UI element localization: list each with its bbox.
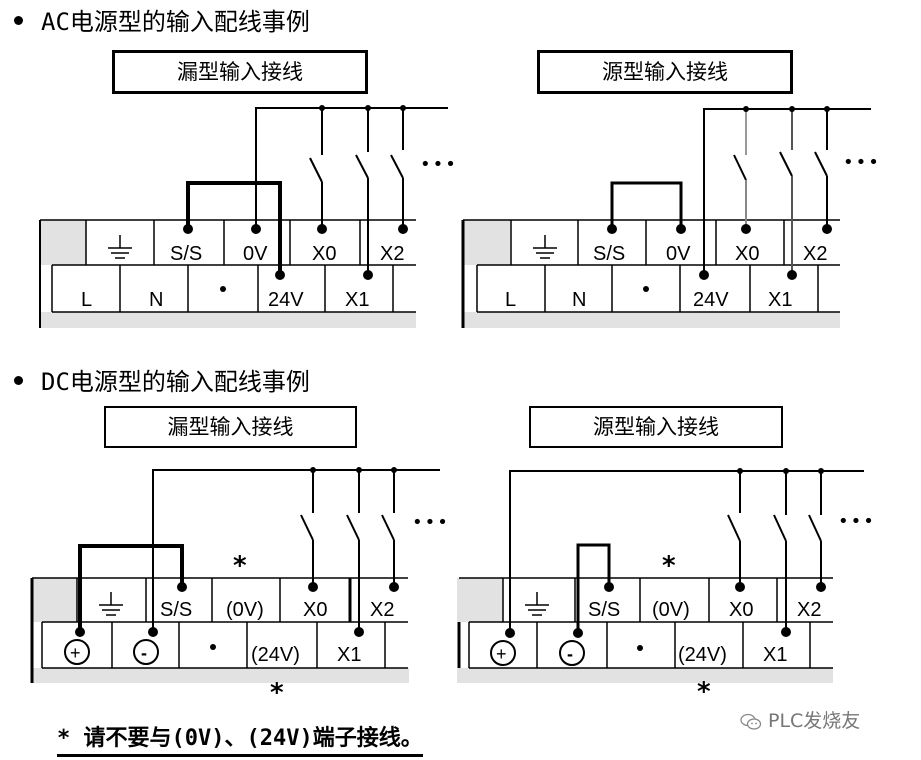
ellipsis: ••• [838, 511, 876, 532]
blank-terminal-dot [220, 286, 226, 292]
blank-terminal-dot [210, 644, 216, 650]
plus-terminal-icon [490, 640, 516, 666]
bullet-icon [14, 375, 23, 385]
title-ac-source: 源型输入接线 [537, 50, 793, 94]
plus-terminal-icon [64, 639, 90, 665]
terminal-x1: X1 [337, 644, 361, 666]
terminal-0v: 0V [243, 243, 268, 265]
terminal-x0: X0 [303, 599, 327, 621]
terminal-x0: X0 [735, 243, 759, 265]
section-heading-ac: AC电源型的输入配线事例 [14, 2, 310, 37]
terminal-0v-unused: (0V) [226, 599, 264, 621]
heading-text: DC电源型的输入配线事例 [41, 368, 310, 396]
plus-sign: + [496, 644, 507, 664]
heading-text: AC电源型的输入配线事例 [41, 8, 310, 36]
watermark: PLC发烧友 [740, 706, 860, 733]
terminal-24v: 24V [268, 289, 304, 311]
minus-terminal-icon [133, 639, 159, 665]
ellipsis: ••• [843, 152, 881, 173]
terminal-x2: X2 [370, 599, 394, 621]
ellipsis: ••• [412, 512, 450, 533]
terminal-x1: X1 [345, 289, 369, 311]
blank-terminal-dot [643, 286, 649, 292]
bullet-icon [14, 15, 23, 25]
title-ac-sink: 漏型输入接线 [112, 50, 368, 94]
terminal-24v: 24V [693, 289, 729, 311]
section-heading-dc: DC电源型的输入配线事例 [14, 362, 310, 397]
diagram-ac-sink: S/S 0V X0 X2 L N 24V X1 ••• [39, 105, 458, 328]
blank-terminal-dot [637, 645, 643, 651]
terminal-ss: S/S [588, 599, 620, 621]
terminal-24v-unused: (24V) [251, 644, 300, 666]
diagram-ac-source: S/S 0V X0 X2 L N 24V X1 ••• [461, 106, 881, 328]
terminal-n: N [149, 289, 163, 311]
terminal-x0: X0 [729, 599, 753, 621]
diagram-dc-sink: S/S (0V) X0 X2 + - (24V) X1 * * ••• [30, 467, 461, 708]
terminal-x1: X1 [768, 289, 792, 311]
terminal-l: L [81, 289, 92, 311]
footnote: * 请不要与(0V)、(24V)端子接线。 [57, 720, 423, 757]
asterisk-24v: * [270, 678, 284, 708]
ellipsis: ••• [420, 154, 458, 175]
asterisk-0v: * [662, 551, 676, 581]
minus-sign: - [567, 644, 573, 664]
terminal-ss: S/S [593, 243, 625, 265]
ground-icon [524, 591, 550, 616]
terminal-x1: X1 [763, 644, 787, 666]
terminal-ss: S/S [160, 599, 192, 621]
title-dc-sink: 漏型输入接线 [104, 406, 357, 448]
terminal-ss: S/S [170, 243, 202, 265]
asterisk-24v: * [697, 677, 711, 707]
terminal-n: N [572, 289, 586, 311]
plus-sign: + [70, 643, 81, 663]
title-dc-source: 源型输入接线 [529, 406, 783, 448]
ground-icon [532, 234, 558, 259]
asterisk-0v: * [233, 551, 247, 581]
ground-icon [107, 234, 133, 259]
watermark-text: PLC发烧友 [768, 710, 861, 732]
minus-sign: - [141, 643, 147, 663]
terminal-24v-unused: (24V) [678, 644, 727, 666]
ground-icon [98, 591, 124, 616]
terminal-0v: 0V [666, 243, 691, 265]
terminal-x0: X0 [312, 243, 336, 265]
minus-terminal-icon [559, 640, 585, 666]
terminal-x2: X2 [797, 599, 821, 621]
terminal-x2: X2 [803, 243, 827, 265]
terminal-x2: X2 [380, 243, 404, 265]
terminal-l: L [505, 289, 516, 311]
diagram-dc-source: S/S (0V) X0 X2 + - (24V) X1 * * ••• [457, 468, 876, 707]
terminal-0v-unused: (0V) [652, 599, 690, 621]
wechat-icon [740, 713, 762, 730]
